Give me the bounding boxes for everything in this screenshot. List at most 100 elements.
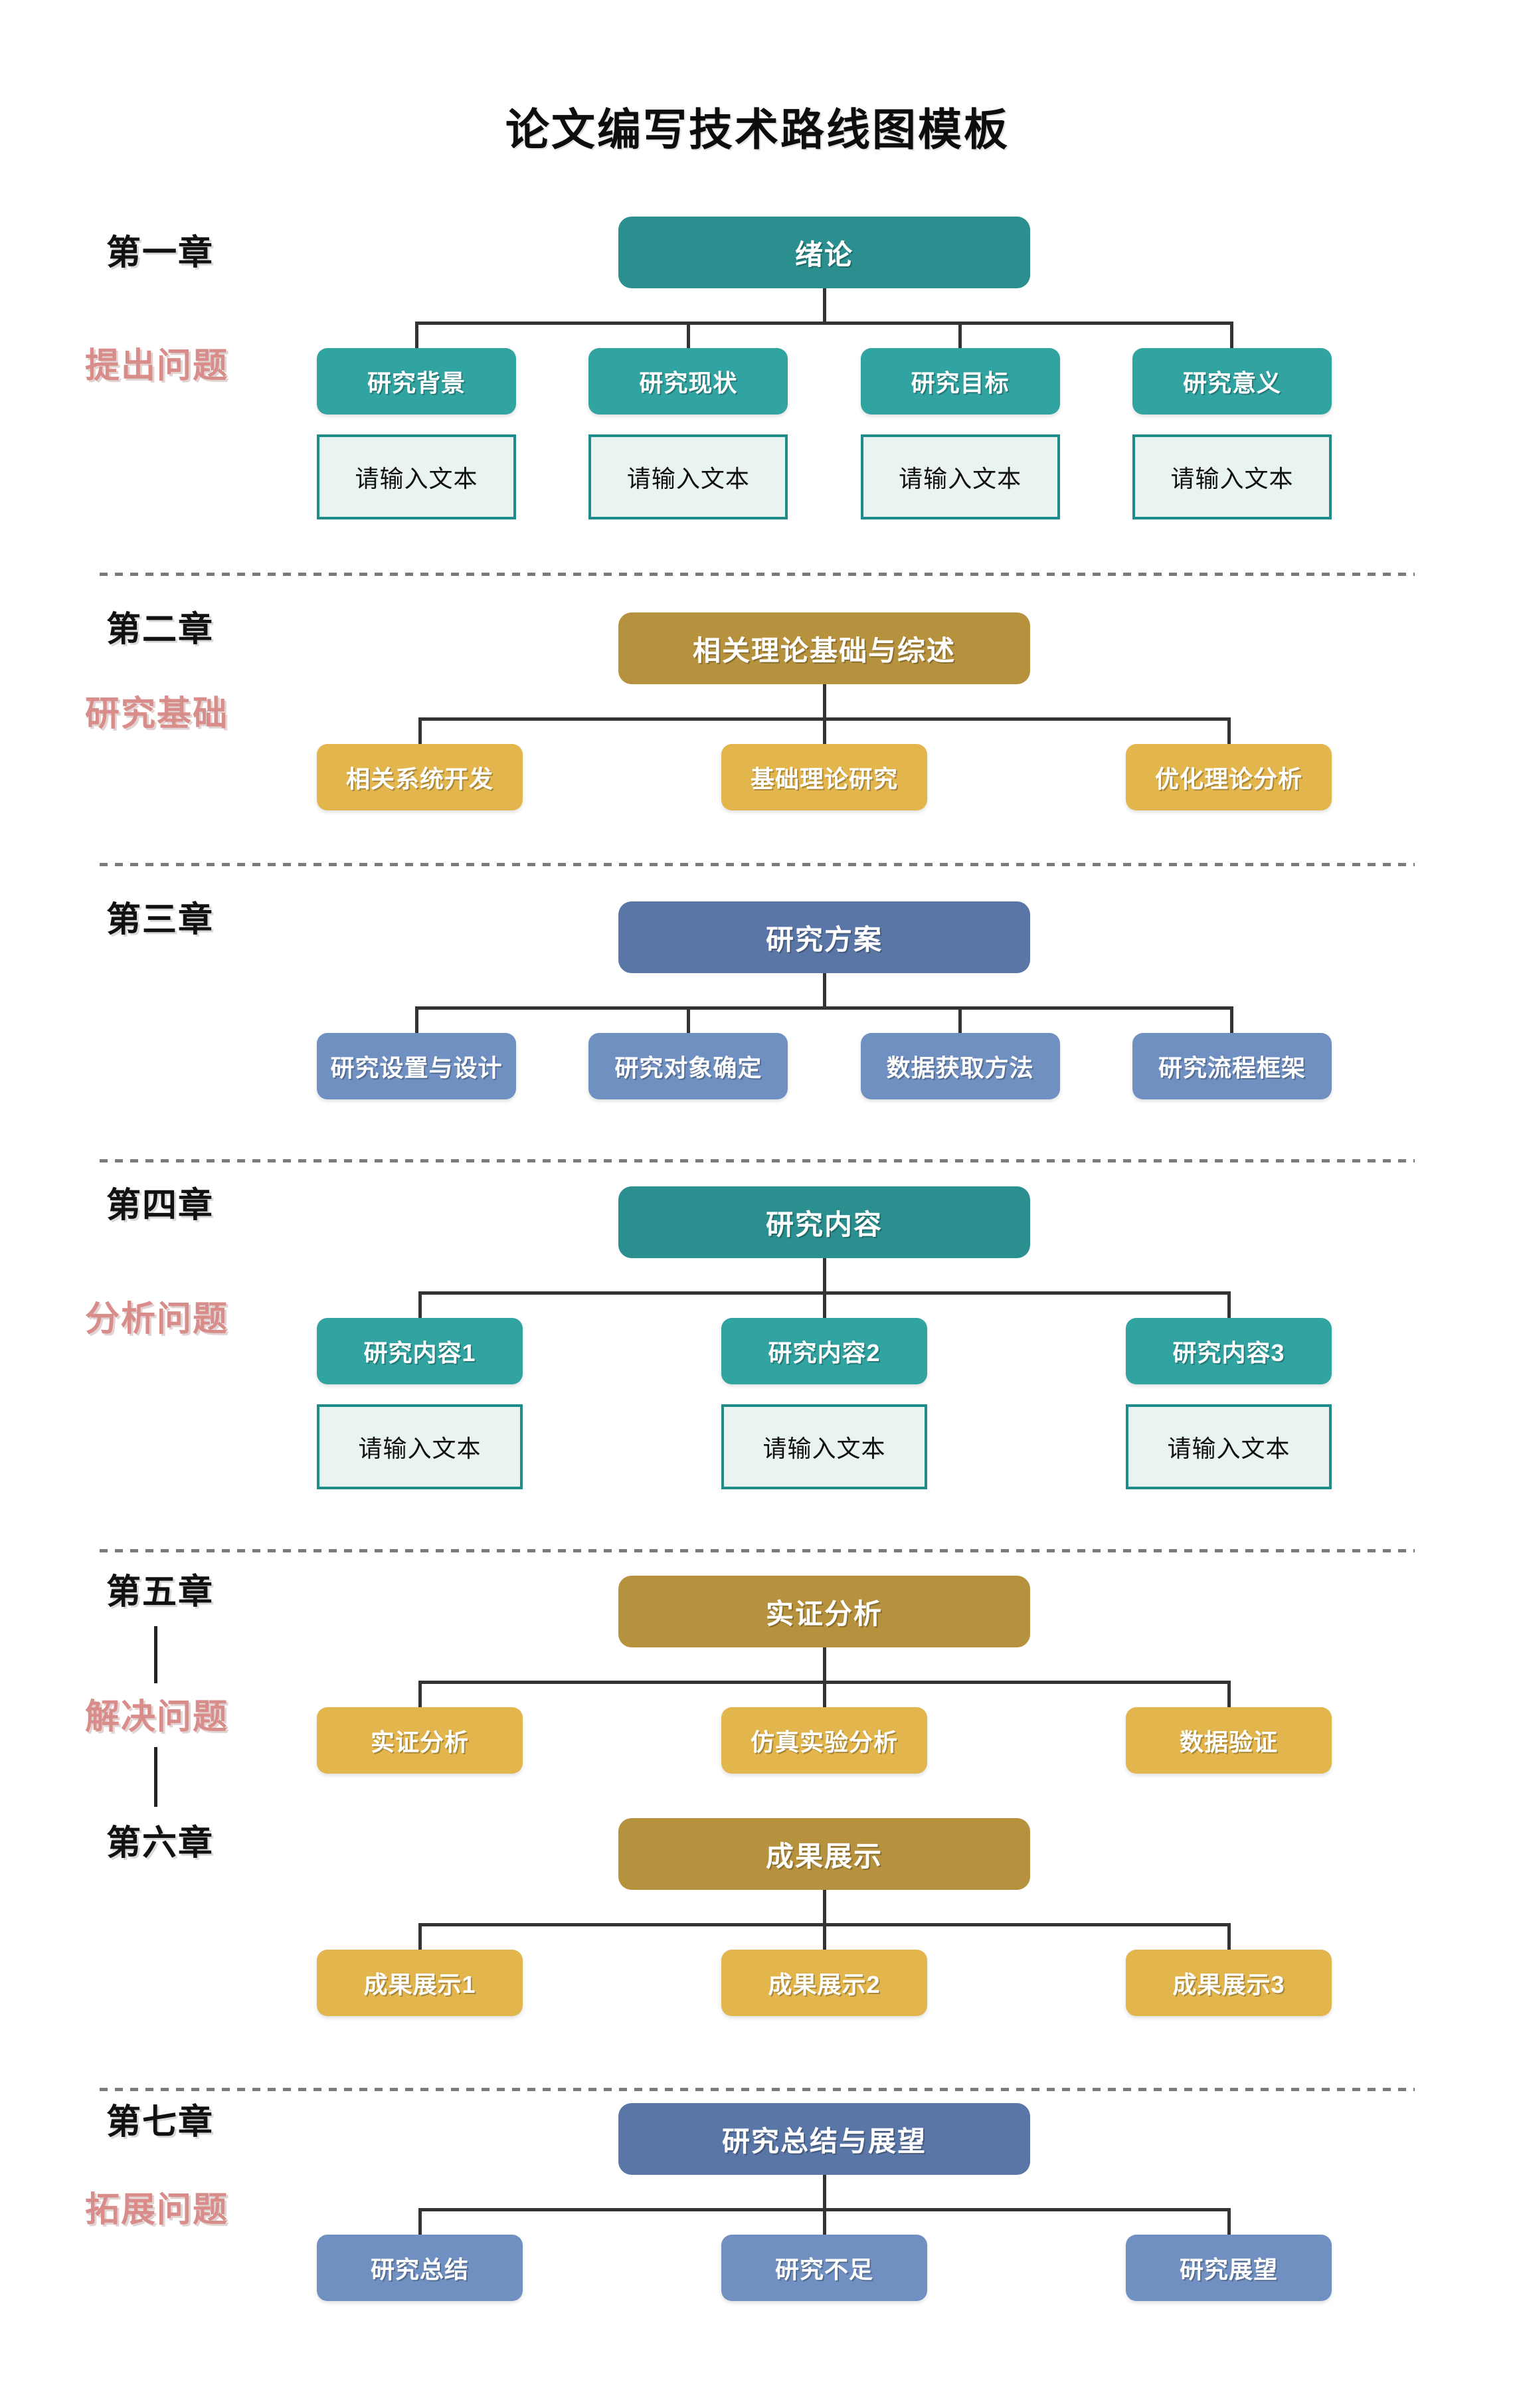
- child-node-box[interactable]: 成果展示2: [721, 1950, 927, 2016]
- placeholder-textbox[interactable]: 请输入文本: [317, 1404, 523, 1489]
- connector-stub: [418, 2208, 422, 2235]
- connector-stem: [822, 1890, 826, 1923]
- placeholder-textbox[interactable]: 请输入文本: [317, 434, 516, 519]
- connector-stub: [1227, 1291, 1231, 1318]
- connector-stub: [822, 1923, 826, 1950]
- child-branch: 研究对象确定: [588, 1006, 788, 1099]
- connector-stub: [822, 1681, 826, 1707]
- connector-stub: [958, 322, 962, 348]
- child-node-box[interactable]: 研究内容1: [317, 1318, 523, 1384]
- child-node-box[interactable]: 仿真实验分析: [721, 1707, 927, 1774]
- child-branch: 研究背景 请输入文本: [317, 322, 516, 519]
- root-node-box[interactable]: 成果展示: [618, 1818, 1030, 1890]
- child-branch: 相关系统开发: [317, 717, 523, 810]
- child-node-box[interactable]: 研究现状: [588, 348, 788, 415]
- chapter-label: 第三章: [106, 901, 215, 939]
- child-branch: 研究内容2 请输入文本: [721, 1291, 927, 1489]
- chapter-5-tree: 实证分析 实证分析 仿真实验分析 数据验证: [317, 1576, 1332, 1774]
- connector-stem: [822, 973, 826, 1006]
- section-divider: [100, 2088, 1415, 2091]
- root-node-box[interactable]: 相关理论基础与综述: [618, 612, 1030, 684]
- child-node-box[interactable]: 研究意义: [1132, 348, 1332, 415]
- child-node-box[interactable]: 研究总结: [317, 2235, 523, 2301]
- placeholder-textbox[interactable]: 请输入文本: [1132, 434, 1332, 519]
- connector-stub: [686, 322, 690, 348]
- page-title: 论文编写技术路线图模板: [505, 105, 1010, 154]
- child-node-box[interactable]: 研究内容2: [721, 1318, 927, 1384]
- root-node-box[interactable]: 研究方案: [618, 901, 1030, 973]
- connector-stub: [414, 1006, 418, 1033]
- section-chapter-1: 第一章 提出问题 绪论 研究背景 请输入文本 研究现状 请输入文本: [0, 217, 1515, 519]
- root-node-box[interactable]: 研究总结与展望: [618, 2103, 1030, 2175]
- placeholder-textbox[interactable]: 请输入文本: [1126, 1404, 1332, 1489]
- connector-stub: [1227, 2208, 1231, 2235]
- connector-stub: [1230, 1006, 1234, 1033]
- child-node-box[interactable]: 研究对象确定: [588, 1033, 788, 1099]
- child-branch: 研究目标 请输入文本: [860, 322, 1060, 519]
- child-node-box[interactable]: 基础理论研究: [721, 744, 927, 810]
- child-branch: 成果展示1: [317, 1923, 523, 2016]
- child-node-box[interactable]: 成果展示3: [1126, 1950, 1332, 2016]
- connector-stub: [1227, 717, 1231, 744]
- child-branch: 研究设置与设计: [317, 1006, 516, 1099]
- child-node-box[interactable]: 数据验证: [1126, 1707, 1332, 1774]
- child-node-box[interactable]: 数据获取方法: [860, 1033, 1060, 1099]
- child-node-box[interactable]: 研究目标: [860, 348, 1060, 415]
- child-branch: 优化理论分析: [1126, 717, 1332, 810]
- child-branch: 研究流程框架: [1132, 1006, 1332, 1099]
- connector-stub: [1227, 1923, 1231, 1950]
- placeholder-textbox[interactable]: 请输入文本: [588, 434, 788, 519]
- child-branch: 研究内容1 请输入文本: [317, 1291, 523, 1489]
- section-chapter-6: 第六章 成果展示 成果展示1 成果展示2 成果展示3: [0, 1818, 1515, 2016]
- phase-connector-line: [154, 1747, 157, 1807]
- phase-label: 解决问题: [85, 1698, 229, 1736]
- children-row: 研究设置与设计 研究对象确定 数据获取方法 研究流程框架: [317, 1006, 1332, 1099]
- connector-stem: [822, 684, 826, 717]
- child-branch: 研究内容3 请输入文本: [1126, 1291, 1332, 1489]
- section-chapter-7: 第七章 拓展问题 研究总结与展望 研究总结 研究不足 研究展望: [0, 2103, 1515, 2301]
- root-node-box[interactable]: 实证分析: [618, 1576, 1030, 1647]
- children-row: 研究内容1 请输入文本 研究内容2 请输入文本 研究内容3 请输入文本: [317, 1291, 1332, 1489]
- connector-stem: [822, 1647, 826, 1681]
- section-divider: [100, 573, 1415, 576]
- phase-label: 提出问题: [85, 347, 229, 385]
- chapter-label: 第七章: [106, 2103, 215, 2142]
- connector-hline: [420, 1291, 1229, 1295]
- child-node-box[interactable]: 研究背景: [317, 348, 516, 415]
- placeholder-textbox[interactable]: 请输入文本: [860, 434, 1060, 519]
- chapter-1-tree: 绪论 研究背景 请输入文本 研究现状 请输入文本 研究目标 请输入文本: [317, 217, 1332, 519]
- chapter-label: 第四章: [106, 1186, 215, 1225]
- children-row: 研究总结 研究不足 研究展望: [317, 2208, 1332, 2301]
- chapter-4-tree: 研究内容 研究内容1 请输入文本 研究内容2 请输入文本 研究内容3 请输入文: [317, 1186, 1332, 1489]
- phase-label: 拓展问题: [85, 2191, 229, 2229]
- phase-label: 分析问题: [85, 1300, 229, 1339]
- connector-stub: [418, 717, 422, 744]
- child-node-box[interactable]: 实证分析: [317, 1707, 523, 1774]
- placeholder-textbox[interactable]: 请输入文本: [721, 1404, 927, 1489]
- child-node-box[interactable]: 相关系统开发: [317, 744, 523, 810]
- child-node-box[interactable]: 研究设置与设计: [317, 1033, 516, 1099]
- child-node-box[interactable]: 研究流程框架: [1132, 1033, 1332, 1099]
- child-branch: 成果展示3: [1126, 1923, 1332, 2016]
- child-node-box[interactable]: 研究展望: [1126, 2235, 1332, 2301]
- connector-hline: [420, 2208, 1229, 2211]
- child-node-box[interactable]: 研究内容3: [1126, 1318, 1332, 1384]
- chapter-label: 第二章: [106, 610, 215, 649]
- child-node-box[interactable]: 研究不足: [721, 2235, 927, 2301]
- child-branch: 研究意义 请输入文本: [1132, 322, 1332, 519]
- root-node-box[interactable]: 研究内容: [618, 1186, 1030, 1258]
- connector-stub: [822, 717, 826, 744]
- section-divider: [100, 863, 1415, 866]
- section-chapter-2: 第二章 研究基础 相关理论基础与综述 相关系统开发 基础理论研究 优化理论分析: [0, 610, 1515, 810]
- children-row: 研究背景 请输入文本 研究现状 请输入文本 研究目标 请输入文本 研究意义 请输…: [317, 322, 1332, 519]
- root-node-box[interactable]: 绪论: [618, 217, 1030, 288]
- section-chapter-4: 第四章 分析问题 研究内容 研究内容1 请输入文本 研究内容2 请输入文本: [0, 1186, 1515, 1489]
- section-divider: [100, 1159, 1415, 1162]
- child-branch: 研究不足: [721, 2208, 927, 2301]
- child-node-box[interactable]: 优化理论分析: [1126, 744, 1332, 810]
- child-node-box[interactable]: 成果展示1: [317, 1950, 523, 2016]
- connector-stem: [822, 288, 826, 322]
- phase-connector-line: [154, 1626, 157, 1683]
- chapter-3-tree: 研究方案 研究设置与设计 研究对象确定 数据获取方法 研究流: [317, 901, 1332, 1099]
